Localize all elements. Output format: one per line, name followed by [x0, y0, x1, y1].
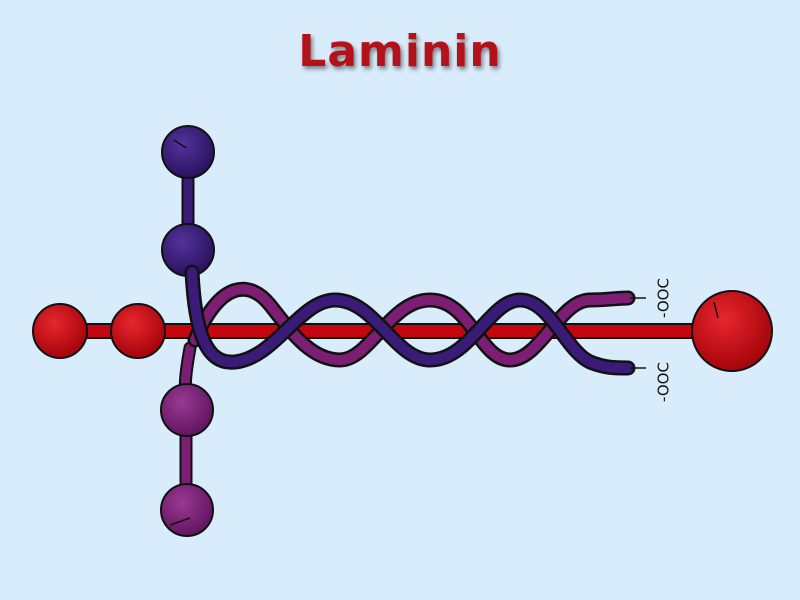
gamma-coil-strand [187, 281, 636, 368]
gamma-globule-lower [160, 483, 214, 537]
alpha-globule-left-outer [32, 303, 88, 359]
carboxyl-label-upper: -OOC [655, 278, 673, 318]
beta-chain [161, 125, 215, 277]
carboxyl-label-lower: -OOC [655, 362, 673, 402]
gamma-chain-arm [160, 341, 214, 537]
alpha-globule-left-inner [110, 303, 166, 359]
beta-globule-upper [161, 125, 215, 179]
page-title: Laminin [298, 26, 502, 77]
beta-coil-strand [184, 264, 636, 376]
carboxyl-terminus-lower: -OOC [630, 362, 673, 402]
alpha-globule-right [691, 290, 773, 372]
gamma-globule-upper [160, 383, 214, 437]
carboxyl-terminus-upper: -OOC [630, 278, 673, 318]
